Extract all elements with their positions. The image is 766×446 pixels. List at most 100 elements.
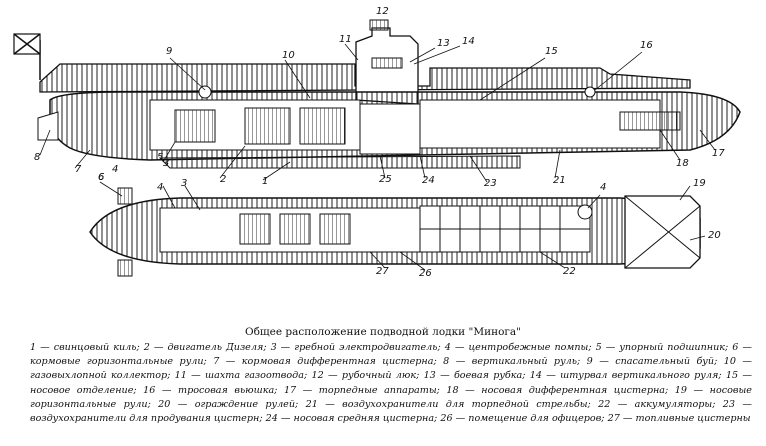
legend-item-text: ограждение рулей <box>194 398 296 410</box>
side-view-callout-label: 12 <box>376 6 389 17</box>
legend-item: 13 — боевая рубка; <box>423 370 530 382</box>
legend-item-number: 5 <box>595 342 602 353</box>
legend-item: 11 — шахта газоотвода; <box>174 370 312 382</box>
side-view-callout-label: 23 <box>484 178 497 189</box>
top-view-callout-label: 26 <box>419 268 432 279</box>
legend-item-number: 22 <box>598 398 611 410</box>
side-view-callout-label: 9 <box>166 46 172 57</box>
legend-item-text: гребной электродвигатель <box>294 342 438 353</box>
top-view-callout-label: 22 <box>563 266 576 277</box>
top-view <box>89 181 706 277</box>
top-view-callout-label: 20 <box>708 230 721 241</box>
side-view-callout-label: 15 <box>545 46 558 57</box>
legend-item-text: воздухохранители для продувания цистерн <box>30 413 260 425</box>
legend-item-text: штурвал вертикального руля <box>560 370 719 382</box>
legend-item: 27 — топливные цистерны <box>607 413 751 425</box>
side-view-callout-label: 17 <box>712 148 725 159</box>
legend-item-number: 23 <box>722 398 736 410</box>
legend-item: 24 — носовая средняя цистерна; <box>265 413 441 425</box>
legend-item-text: вертикальный руль <box>471 356 577 368</box>
legend-item-text: воздухохранители для торпедной стрельбы <box>342 398 588 410</box>
side-view-callout-label: 21 <box>553 175 566 186</box>
legend-item-number: 19 <box>674 384 687 396</box>
legend-item: 23 — воздухохранители для продувания цис… <box>30 398 752 425</box>
top-view-callout-label: 27 <box>376 266 389 277</box>
legend-item: 1 — свинцовый киль; <box>30 342 144 353</box>
legend-item-text: помещение для офицеров <box>468 413 602 425</box>
side-view-callout-label: 5 <box>157 152 163 163</box>
side-view-callout-label: 1 <box>262 176 268 187</box>
top-view-callout-label: 3 <box>181 178 187 189</box>
caption-title: Общее расположение подводной лодки "Мино… <box>244 326 522 338</box>
legend-item: 21 — воздухохранители для торпедной стре… <box>305 398 599 410</box>
legend-item-text: аккумуляторы <box>634 398 713 410</box>
legend-item-number: 9 <box>586 356 593 368</box>
legend-item-number: 15 <box>725 370 739 382</box>
legend-item-number: 3 <box>270 342 277 353</box>
legend-item-number: 27 <box>607 413 620 425</box>
deck-superstructure <box>39 63 691 93</box>
legend-item-text: центробежные помпы <box>468 342 589 353</box>
legend-item: 3 — гребной электродвигатель; <box>270 342 445 353</box>
legend-item-text: носовое отделение <box>30 384 134 396</box>
side-view-callout-label: 7 <box>75 164 82 175</box>
side-view-callout-label: 13 <box>437 38 450 49</box>
legend-item-number: 14 <box>529 370 542 382</box>
side-view-callout-label: 2 <box>220 174 226 185</box>
legend-item-number: 13 <box>423 370 436 382</box>
lead-keel <box>158 155 521 169</box>
side-view-callout-label: 4 <box>112 164 118 175</box>
legend-item-text: носовая средняя цистерна <box>293 413 435 425</box>
legend-item-number: 11 <box>174 370 187 382</box>
legend-item-number: 4 <box>444 342 451 353</box>
top-view-callout-label: 6 <box>98 172 104 183</box>
legend-item: 5 — упорный подшипник; <box>595 342 733 353</box>
legend-item: 19 — носовые горизонтальные рули; <box>30 384 752 410</box>
side-view-callout-label: 8 <box>34 152 40 163</box>
legend-item: 12 — рубочный люк; <box>311 370 424 382</box>
side-view-callout-label: 14 <box>462 36 475 47</box>
legend-item: 18 — носовая дифферентная цистерна; <box>446 384 675 396</box>
top-view-callout-label: 19 <box>693 178 706 189</box>
torpedo-tube <box>619 111 681 131</box>
legend-item-number: 2 <box>143 342 150 353</box>
legend-item: 22 — аккумуляторы; <box>598 398 723 410</box>
legend-item: 14 — штурвал вертикального руля; <box>529 370 726 382</box>
legend-item-number: 12 <box>311 370 324 382</box>
top-view-callout-label: 4 <box>157 182 163 193</box>
battery-cells <box>420 206 590 252</box>
side-view-callout-label: 10 <box>282 50 295 61</box>
legend-item-text: торпедные аппараты <box>318 384 437 396</box>
electric-motor <box>174 109 216 143</box>
legend-item-text: тросовая вьюшка <box>178 384 275 396</box>
legend-item: 10 — газовыхлопной коллектор; <box>30 356 752 382</box>
side-view-callout-label: 25 <box>379 174 392 185</box>
legend-item-text: боевая рубка <box>453 370 523 382</box>
legend-item: 7 — кормовая дифферентная цистерна; <box>213 356 444 368</box>
legend-item: 20 — ограждение рулей; <box>158 398 306 410</box>
legend-item-text: газовыхлопной коллектор <box>30 370 168 382</box>
legend-item: 17 — торпедные аппараты; <box>283 384 447 396</box>
legend-item: 6 — кормовые горизонтальные рули; <box>30 342 752 368</box>
stern-rudder <box>37 111 59 141</box>
legend-item-text: упорный подшипник <box>619 342 726 353</box>
hatch-icon <box>369 19 389 31</box>
side-view-callout-label: 6 <box>98 172 104 183</box>
legend-item-text: кормовая дифферентная цистерна <box>241 356 434 368</box>
legend-item-text: свинцовый киль <box>53 342 137 353</box>
legend-item: 15 — носовое отделение; <box>30 370 752 396</box>
legend-item-number: 7 <box>213 356 220 368</box>
rudder-guard <box>624 195 701 269</box>
flag-icon <box>13 33 41 80</box>
legend-item-number: 21 <box>305 398 318 410</box>
legend-item-text: рубочный люк <box>341 370 417 382</box>
legend-item-number: 18 <box>446 384 459 396</box>
legend-item-text: носовая дифферентная цистерна <box>481 384 666 396</box>
legend-item: 4 — центробежные помпы; <box>444 342 596 353</box>
legend-item-number: 24 <box>265 413 278 425</box>
legend-item-text: кормовые горизонтальные рули <box>30 356 204 368</box>
side-view-callout-label: 18 <box>676 158 689 169</box>
